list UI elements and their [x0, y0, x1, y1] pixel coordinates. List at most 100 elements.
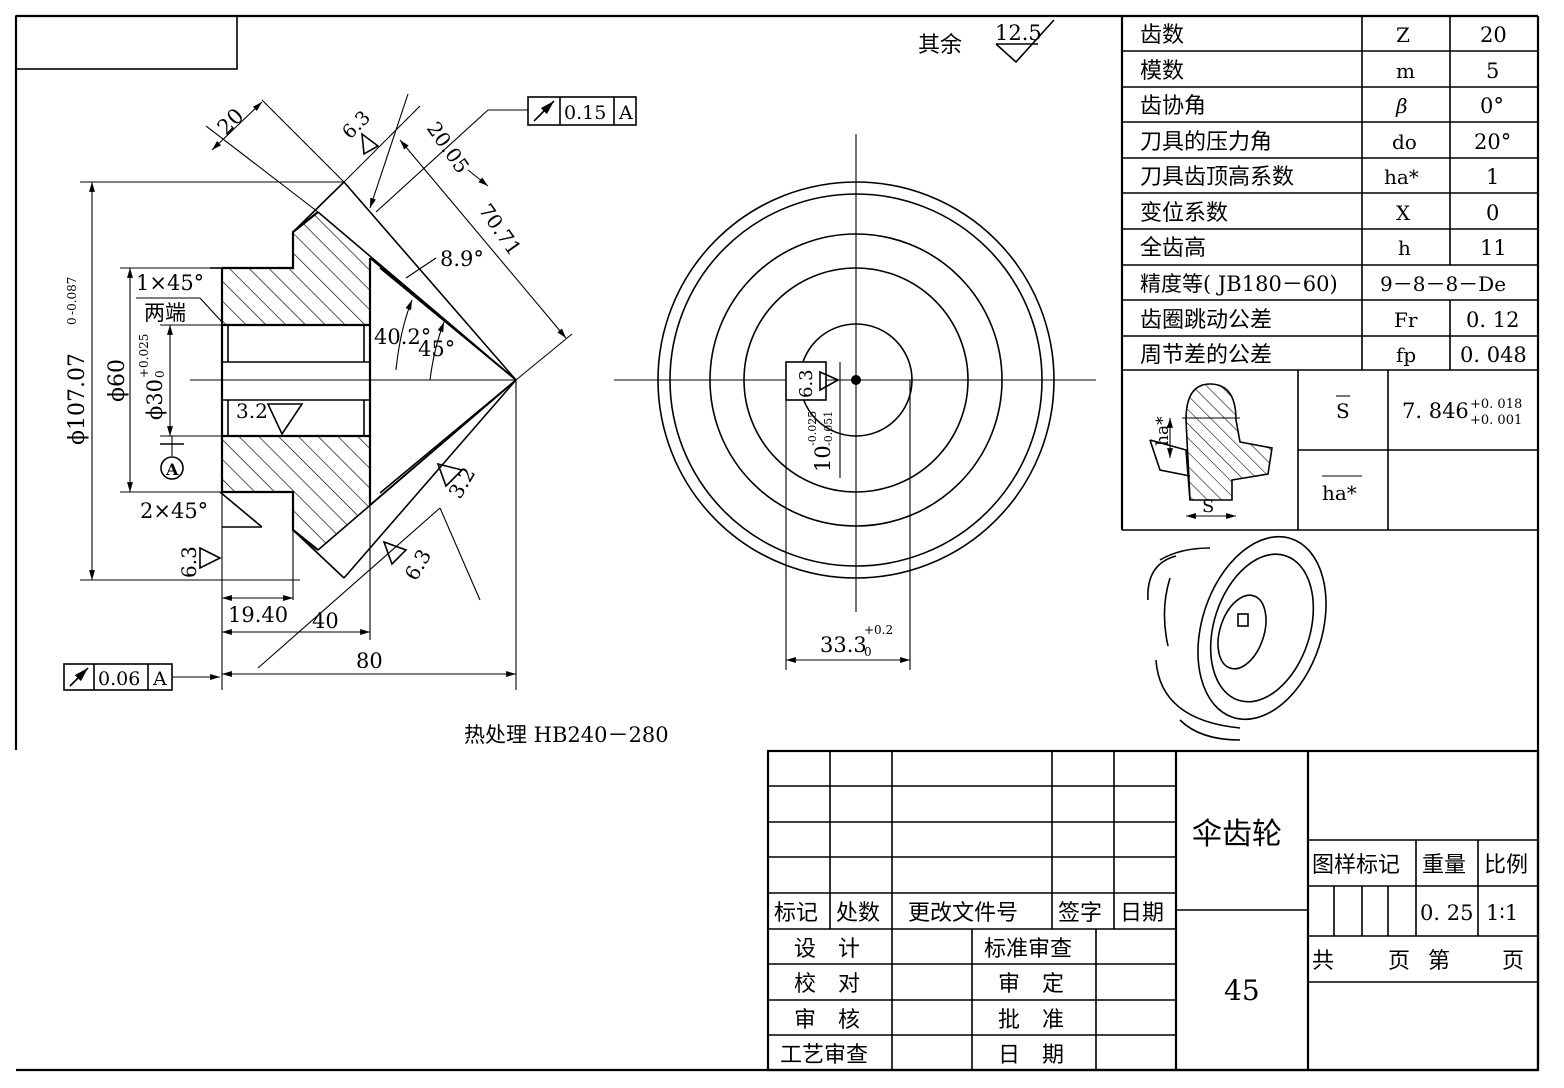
param-sym-0: Z [1396, 23, 1410, 47]
tooth-s-lo: +0. 001 [1470, 413, 1522, 428]
param-val-0: 20 [1480, 23, 1507, 47]
runout-bottom-datum: A [152, 668, 167, 690]
dim-angle-45: 45° [418, 337, 455, 361]
rev-header-date: 日期 [1120, 901, 1164, 926]
param-val-6: 11 [1480, 236, 1507, 260]
dim-key-10-lo: -0.051 [822, 411, 835, 446]
sheets-total-label: 共 [1312, 949, 1334, 974]
tooth-s-up: +0. 018 [1470, 397, 1522, 412]
datum-a-label: A [165, 460, 179, 479]
role-design: 设 计 [794, 937, 860, 962]
param-name-0: 齿数 [1140, 23, 1184, 48]
param-val-5: 0 [1486, 201, 1499, 225]
datum-a-circle [160, 456, 184, 480]
param-name-4: 刀具齿顶高系数 [1140, 165, 1294, 190]
role-check: 校 对 [794, 972, 860, 997]
dim-dia60: ϕ60 [105, 359, 130, 402]
meta-scale: 比例 [1484, 853, 1528, 878]
param-sym-2: β [1395, 94, 1408, 118]
tooth-sketch: ha* S [1149, 383, 1273, 519]
param-val-3: 20° [1474, 130, 1511, 154]
dim-key-10: 10 [811, 445, 835, 472]
dim-dia30-up: +0.025 [137, 334, 151, 378]
param-name-6: 全齿高 [1140, 236, 1206, 261]
runout-top-datum: A [618, 102, 633, 124]
roughness-rest-symbol: 其余 12.5 [918, 19, 1055, 64]
roughness-bore: 3.2 [236, 399, 268, 423]
sheet-no-label: 第 [1428, 949, 1450, 974]
param-val-1: 5 [1486, 59, 1499, 83]
dim-chamfer1-note: 两端 [144, 301, 186, 325]
sheets-total-unit: 页 [1388, 949, 1410, 974]
section-dimensions: ϕ107.07 0 -0.087 ϕ60 ϕ30 +0.025 0 A 1×45… [63, 93, 637, 691]
param-name-3: 刀具的压力角 [1140, 130, 1272, 155]
param-name-9: 周节差的公差 [1140, 343, 1272, 368]
section-view [190, 181, 517, 579]
dim-20: 20 [213, 104, 249, 140]
rev-header-count: 处数 [836, 901, 880, 926]
param-sym-8: Fr [1394, 308, 1418, 332]
dim-dia107-tol: 0 -0.087 [65, 277, 79, 325]
runout-bottom-frame: 0.06 A [63, 663, 173, 691]
hatch-upper-hub [222, 212, 370, 325]
param-name-2: 齿协角 [1140, 94, 1206, 119]
param-name-8: 齿圈跳动公差 [1140, 308, 1272, 333]
tooth-ha-label: ha* [1322, 481, 1357, 505]
runout-top-frame: 0.15 A [527, 96, 637, 126]
tooth-ha-inner: ha* [1153, 416, 1173, 446]
material: 45 [1224, 974, 1260, 1007]
runout-top-value: 0.15 [564, 102, 606, 124]
sheet-no-unit: 页 [1502, 949, 1524, 974]
heat-treatment-note: 热处理 HB240－280 [464, 723, 669, 747]
rev-header-sign: 签字 [1058, 901, 1102, 926]
dim-80: 80 [356, 649, 383, 673]
tooth-s-label: S [1336, 399, 1350, 423]
dim-40: 40 [312, 609, 339, 633]
dim-dia30: ϕ30 [143, 379, 167, 420]
meta-weight: 重量 [1422, 853, 1466, 878]
role-review: 审 核 [794, 1008, 860, 1033]
meta-drawing-mark: 图样标记 [1312, 853, 1400, 878]
part-name: 伞齿轮 [1192, 817, 1282, 852]
param-val-9: 0. 048 [1460, 343, 1527, 367]
param-val-4: 1 [1486, 165, 1499, 189]
param-sym-4: ha* [1384, 165, 1419, 189]
roughness-rest-value: 12.5 [995, 21, 1042, 45]
dim-20-05: 20.05 [422, 117, 475, 178]
param-sym-3: do [1392, 130, 1417, 154]
dim-33-3-lo: 0 [864, 645, 872, 659]
roughness-lower-left: 6.3 [177, 546, 201, 578]
dim-chamfer1: 1×45° [136, 271, 204, 295]
runout-bottom-value: 0.06 [98, 668, 140, 690]
dim-chamfer2: 2×45° [140, 499, 208, 523]
hatch-lower-hub [222, 436, 370, 550]
role-approve-check: 审 定 [998, 972, 1064, 997]
roughness-top: 6.3 [338, 107, 375, 144]
role-approve: 批 准 [998, 1008, 1064, 1033]
end-view: 33.3 +0.2 0 10 -0.025 -0.051 6.3 [614, 134, 1096, 670]
dim-33-3-up: +0.2 [864, 623, 893, 637]
center-point [851, 375, 861, 385]
dim-33-3: 33.3 [820, 633, 867, 657]
dim-dia107: ϕ107.07 [65, 353, 90, 445]
roughness-rest-label: 其余 [918, 33, 962, 58]
param-val-7: 9－8－8－De [1380, 272, 1506, 296]
param-sym-1: m [1396, 59, 1415, 83]
rev-header-mark: 标记 [774, 901, 818, 926]
dim-dia30-lo: 0 [153, 370, 167, 378]
param-sym-6: h [1398, 236, 1411, 260]
param-table: 齿数 Z 20 模数 m 5 齿协角 β 0° 刀具的压力角 do 20° 刀具… [1120, 16, 1538, 531]
weight-value: 0. 25 [1420, 901, 1473, 925]
param-name-5: 变位系数 [1140, 201, 1228, 226]
param-val-2: 0° [1480, 94, 1504, 118]
role-date: 日 期 [998, 1043, 1064, 1068]
rev-header-doc: 更改文件号 [908, 901, 1018, 926]
tooth-s-inner: S [1202, 496, 1214, 517]
dim-angle-8-9: 8.9° [440, 247, 484, 271]
param-sym-5: X [1396, 201, 1411, 225]
role-process: 工艺审查 [780, 1043, 868, 1068]
scale-value: 1∶1 [1486, 901, 1518, 925]
dim-19-40: 19.40 [228, 603, 288, 627]
param-val-8: 0. 12 [1466, 308, 1519, 332]
